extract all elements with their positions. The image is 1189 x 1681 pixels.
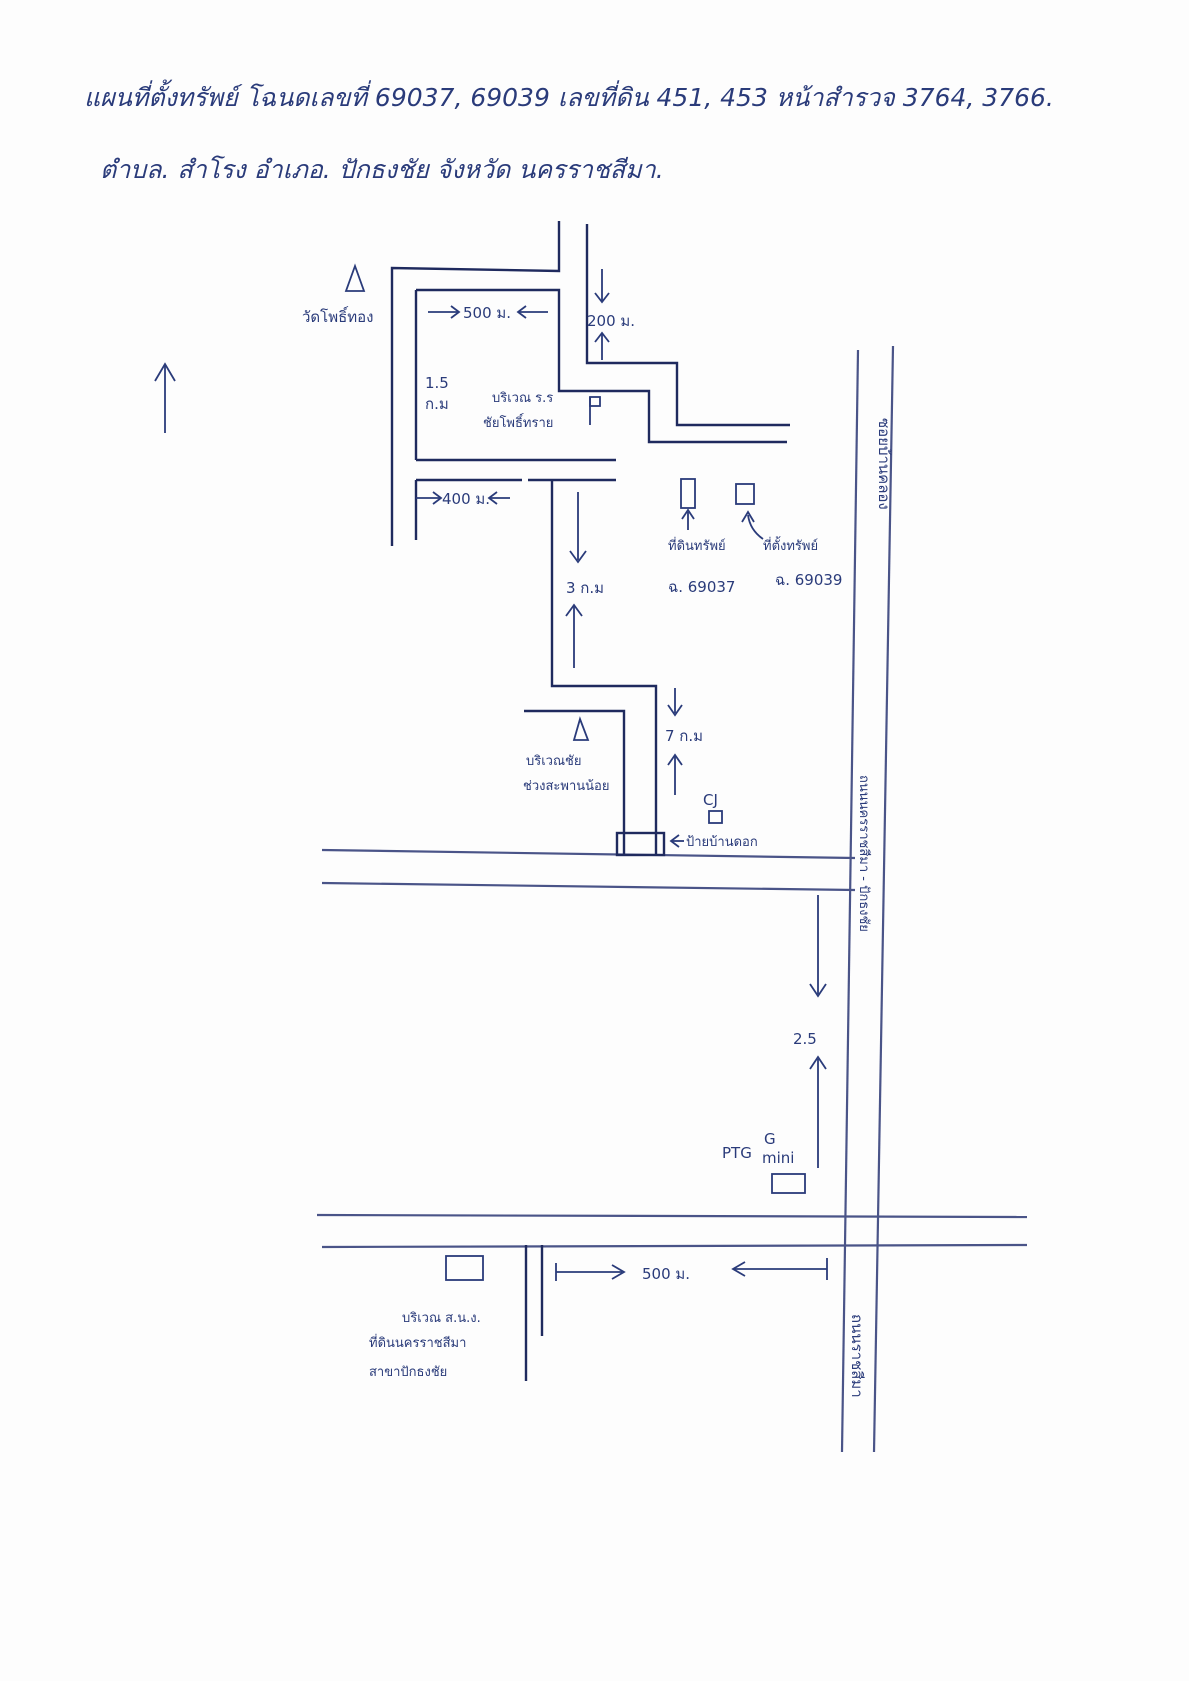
- school-label-1: บริเวณ ร.ร: [492, 391, 553, 406]
- right-road-label: ซอยบ้านคลอง: [875, 418, 893, 510]
- distance-7km: 7 ก.ม: [665, 727, 703, 745]
- local-lanes: [390, 221, 790, 1381]
- distance-200: 200 ม.: [587, 312, 635, 330]
- distance-1-5: 1.5: [425, 374, 449, 392]
- land1-label-1: ที่ดินทรัพย์: [668, 537, 726, 554]
- main-road: [321, 848, 856, 892]
- ptt-station-icon: [771, 1173, 806, 1194]
- main-road-label: ถนนนครราชสีมา - ปักธงชัย: [856, 775, 872, 932]
- distance-400: 400 ม.: [442, 490, 490, 508]
- land-plot-69037: [680, 478, 696, 509]
- land2-label-2: ฉ. 69039: [775, 571, 842, 589]
- map-title: แผนที่ตั้งทรัพย์ โฉนดเลขที่ 69037, 69039…: [84, 79, 1054, 112]
- land-office-label-3: สาขาปักธงชัย: [369, 1365, 447, 1380]
- bottom-road-label: ถนนราชสีมา: [848, 1314, 866, 1398]
- land1-label-2: ฉ. 69037: [668, 578, 735, 596]
- distance-2-5: 2.5: [793, 1030, 817, 1048]
- land-office-label-1: บริเวณ ส.น.ง.: [402, 1311, 481, 1326]
- cluster-label-1: บริเวณชัย: [526, 754, 581, 769]
- land-office-icon: [445, 1255, 484, 1281]
- north-arrow-head: [154, 362, 176, 382]
- landmark-triangle-icon: [572, 716, 590, 741]
- cluster-label-2: ช่วงสะพานน้อย: [523, 779, 609, 794]
- ptt-mini-label: mini: [762, 1149, 794, 1167]
- land2-label-1: ที่ตั้งทรัพย์: [763, 536, 818, 554]
- bottom-road: [316, 1213, 1028, 1249]
- temple-label: วัดโพธิ์ทอง: [302, 306, 373, 326]
- land-office-label-2: ที่ดินนครราชสีมา: [369, 1334, 466, 1351]
- distance-500-bottom: 500 ม.: [642, 1265, 690, 1283]
- right-road: [840, 345, 895, 1453]
- ptt-g-label: G: [764, 1130, 776, 1148]
- bus-stop-label: ป้ายบ้านดอก: [686, 835, 758, 850]
- map-location: ตำบล. สำโรง อำเภอ. ปักธงชัย จังหวัด นครร…: [100, 155, 664, 184]
- distance-500-top: 500 ม.: [463, 304, 511, 322]
- land-plot-69039: [735, 483, 755, 505]
- distance-3km: 3 ก.ม: [566, 579, 604, 597]
- cj-store-icon: [708, 810, 723, 824]
- school-label-2: ชัยโพธิ์ทราย: [483, 413, 553, 431]
- temple-icon: [344, 263, 366, 292]
- distance-1-5-unit: ก.ม: [425, 395, 449, 413]
- ptt-prefix-label: PTG: [722, 1144, 752, 1162]
- cj-label: CJ: [703, 791, 718, 809]
